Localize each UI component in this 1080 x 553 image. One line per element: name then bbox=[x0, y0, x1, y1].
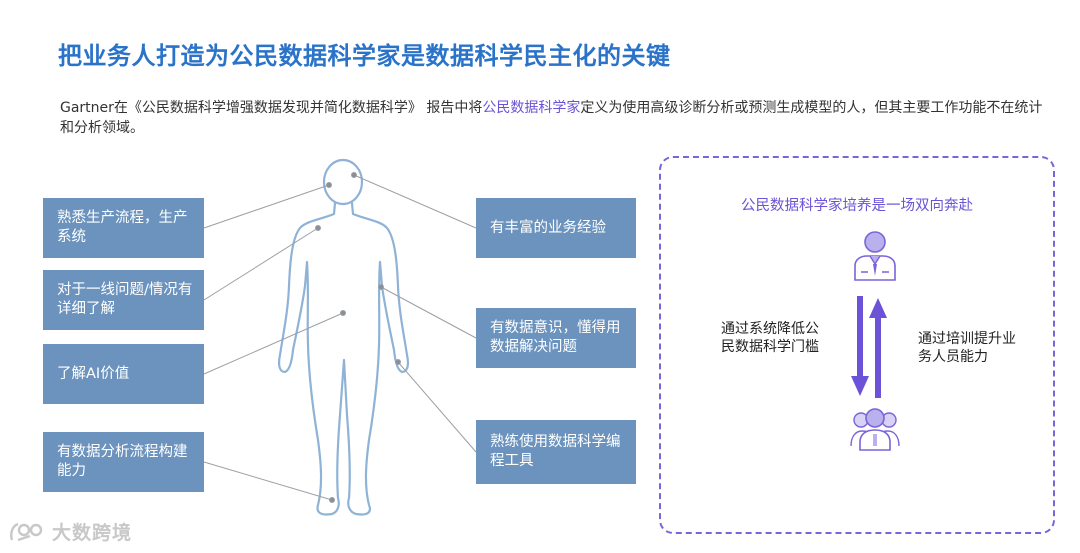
intro-highlight: 公民数据科学家 bbox=[482, 100, 581, 116]
two-way-arrows bbox=[851, 296, 887, 398]
business-person-icon bbox=[854, 231, 896, 281]
logo-icon bbox=[10, 522, 43, 541]
intro-prefix: Gartner在《公民数据科学增强数据发现并简化数据科学》 报告中将 bbox=[60, 100, 483, 116]
left-box-2: 对于一线问题/情况有详细了解 bbox=[43, 270, 204, 330]
left-box-3: 了解AI价值 bbox=[43, 344, 204, 404]
arrow-down-icon bbox=[851, 296, 869, 396]
intro-suffix: 定义为使用高级诊断分析或预测生成模型的人，但其主要工作功能不在统计和分析领域。 bbox=[60, 100, 1043, 136]
left-box-3-label: 了解AI价值 bbox=[57, 365, 130, 382]
intro-paragraph: Gartner在《公民数据科学增强数据发现并简化数据科学》 报告中将公民数据科学… bbox=[60, 98, 1045, 138]
human-figure-outline bbox=[277, 158, 410, 516]
right-box-1-label: 有丰富的业务经验 bbox=[490, 219, 606, 236]
right-box-1: 有丰富的业务经验 bbox=[476, 198, 636, 258]
two-way-panel: 公民数据科学家培养是一场双向奔赴 通过系统降低公民数据科学门槛 通过培训提升业务… bbox=[659, 156, 1055, 534]
left-box-4: 有数据分析流程构建能力 bbox=[43, 432, 204, 492]
connector-group bbox=[203, 172, 477, 503]
left-box-1-label: 熟悉生产流程，生产系统 bbox=[57, 210, 188, 245]
page-title: 把业务人打造为公民数据科学家是数据科学民主化的关键 bbox=[58, 42, 671, 70]
people-group-icon bbox=[850, 408, 900, 451]
right-box-3-label: 熟练使用数据科学编程工具 bbox=[490, 434, 621, 469]
left-box-4-label: 有数据分析流程构建能力 bbox=[57, 444, 188, 479]
left-box-1: 熟悉生产流程，生产系统 bbox=[43, 198, 204, 258]
right-box-2: 有数据意识，懂得用数据解决问题 bbox=[476, 308, 636, 368]
panel-title: 公民数据科学家培养是一场双向奔赴 bbox=[741, 198, 973, 214]
logo-text: 大数跨境 bbox=[52, 522, 133, 544]
panel-left-text: 通过系统降低公民数据科学门槛 bbox=[721, 321, 819, 355]
panel-right-text: 通过培训提升业务人员能力 bbox=[918, 331, 1016, 365]
right-box-2-label: 有数据意识，懂得用数据解决问题 bbox=[490, 320, 621, 355]
left-box-2-label: 对于一线问题/情况有详细了解 bbox=[57, 282, 193, 317]
right-box-3: 熟练使用数据科学编程工具 bbox=[476, 420, 636, 484]
watermark-logo: 大数跨境 bbox=[8, 518, 132, 545]
arrow-up-icon bbox=[869, 298, 887, 398]
